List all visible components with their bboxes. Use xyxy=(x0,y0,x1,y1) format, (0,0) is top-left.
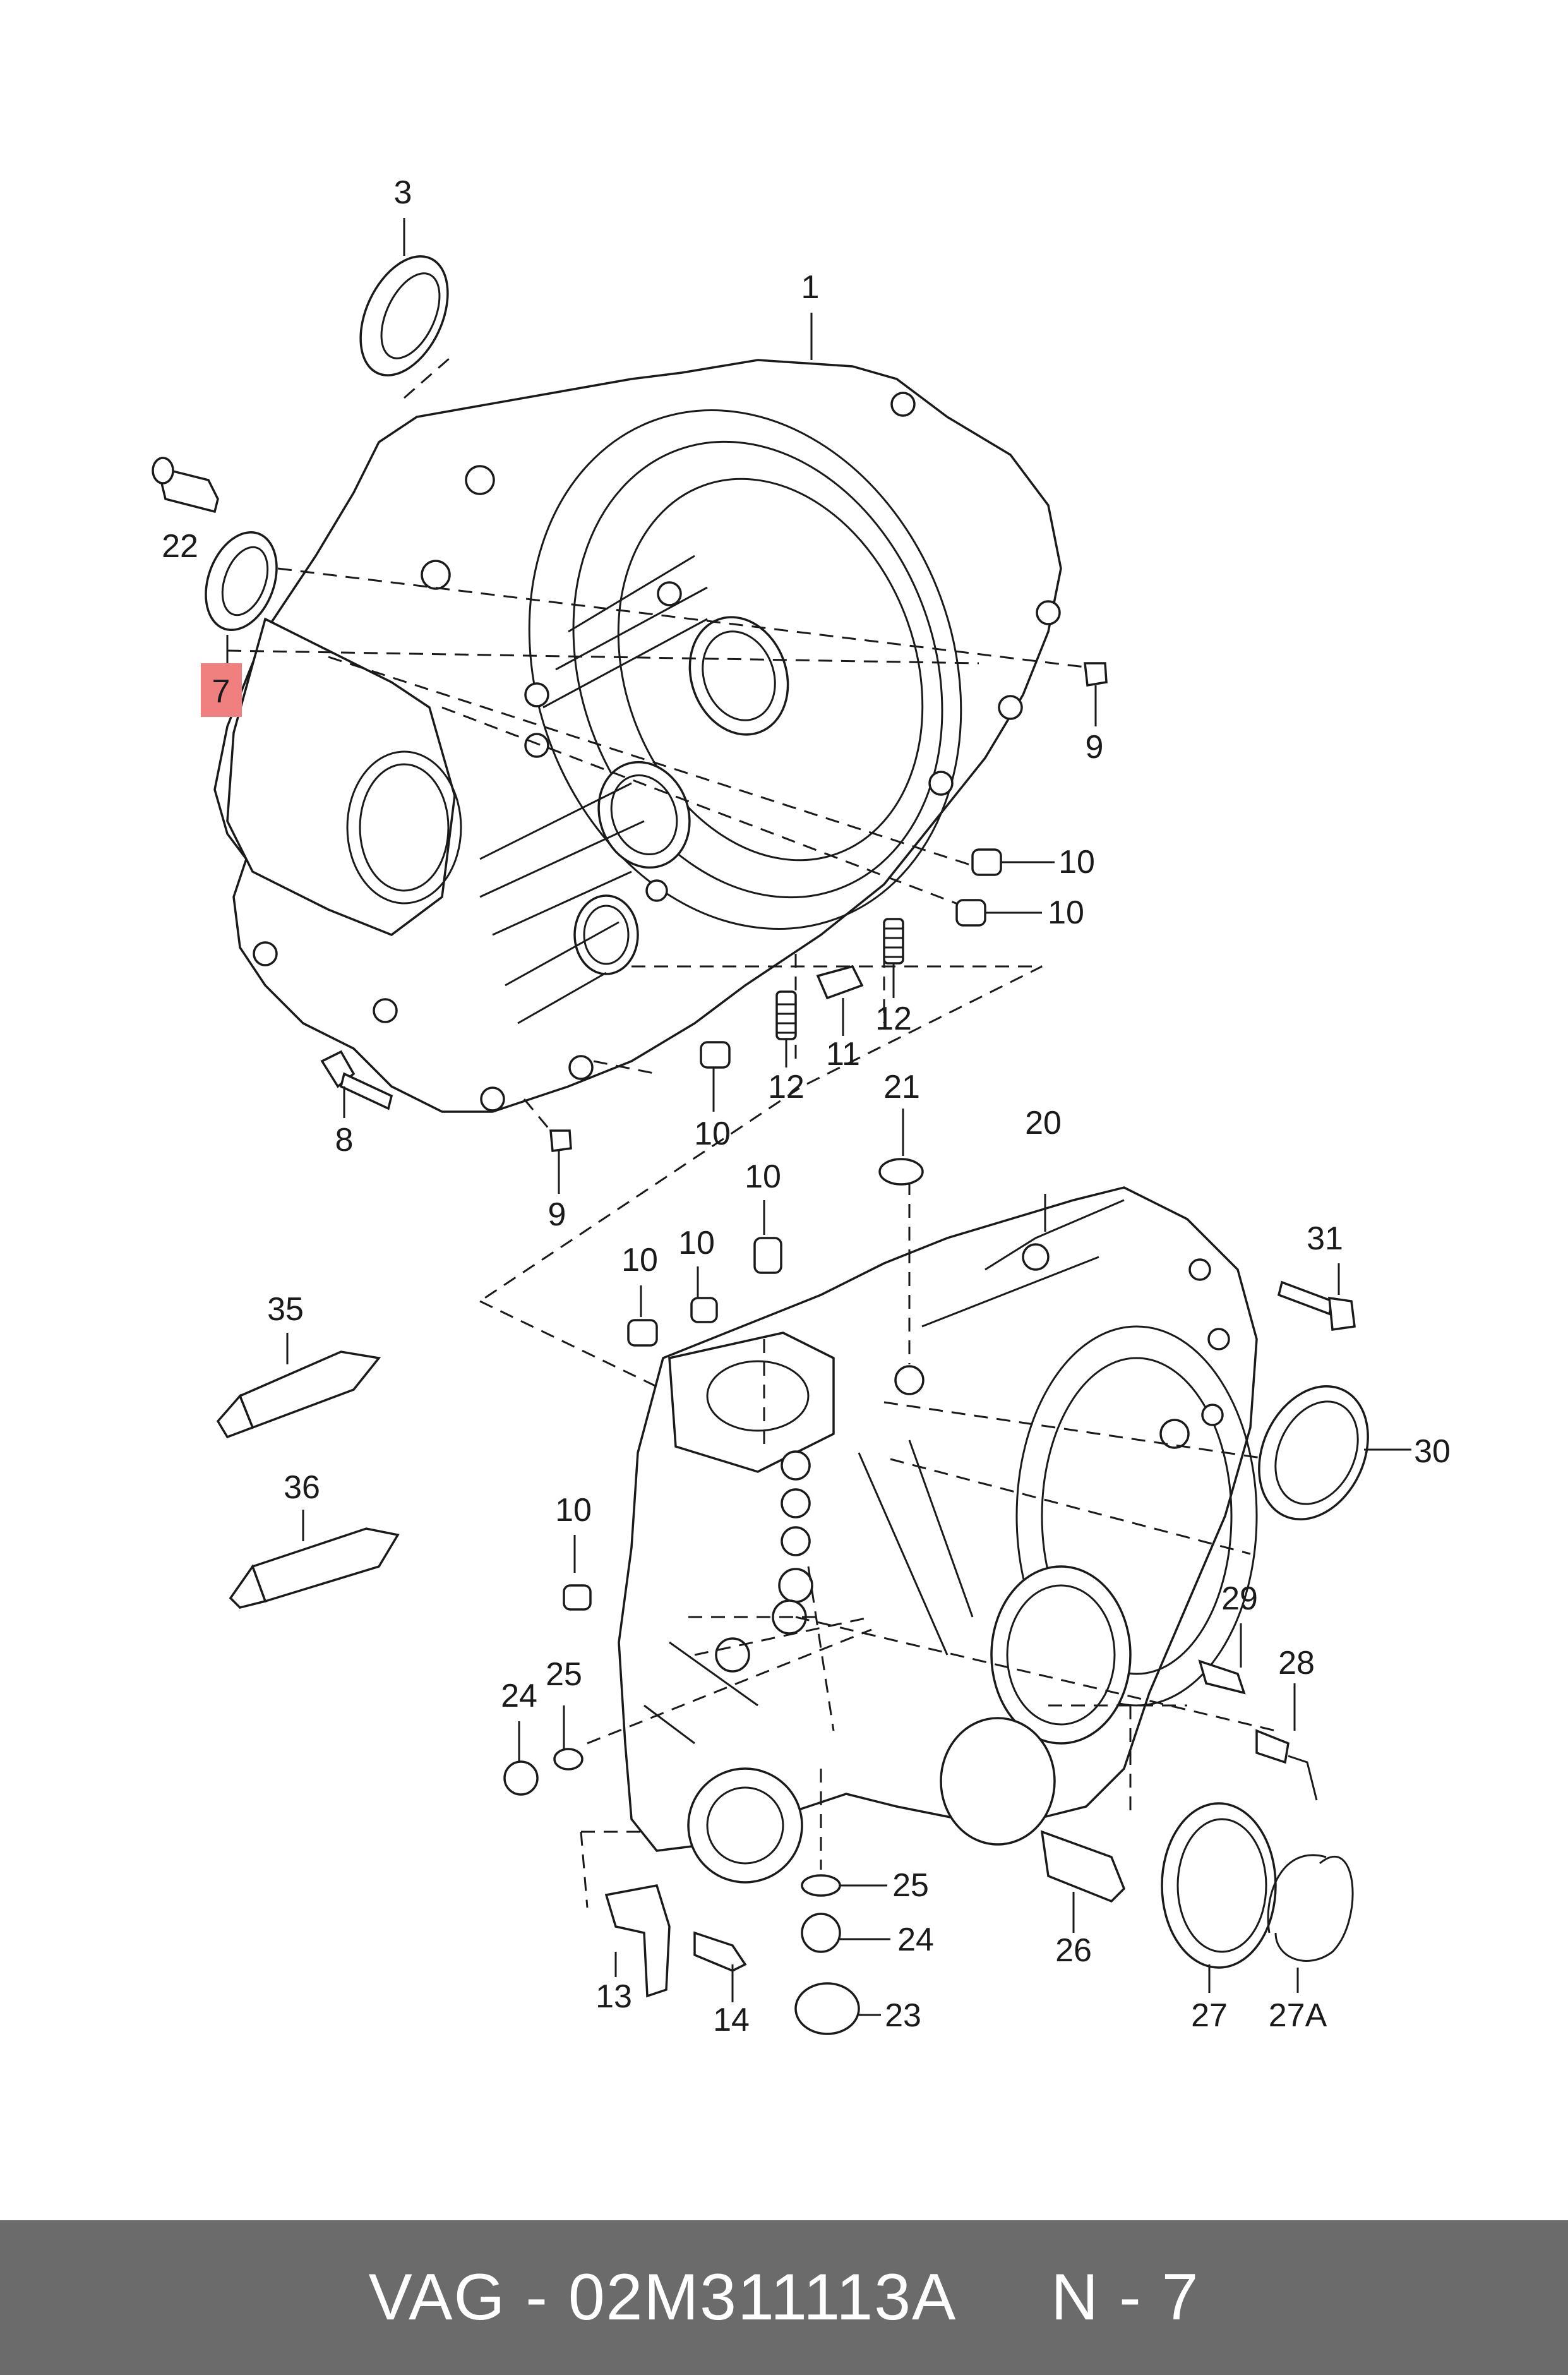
callout-36: 36 xyxy=(284,1469,320,1506)
callout-9: 9 xyxy=(548,1196,566,1233)
callout-21: 21 xyxy=(883,1069,920,1105)
callout-24: 24 xyxy=(897,1921,934,1958)
leader-lines xyxy=(226,218,1411,2016)
callout-30: 30 xyxy=(1414,1433,1451,1470)
callout-14: 14 xyxy=(713,2002,750,2038)
callout-25: 25 xyxy=(546,1656,582,1693)
callout-10: 10 xyxy=(694,1115,731,1152)
sleeve-22 xyxy=(152,457,219,514)
callout-27A: 27A xyxy=(1269,1997,1327,2034)
seal-ring-30 xyxy=(1258,1385,1369,1521)
bolt-14 xyxy=(693,1931,747,1972)
bushings-10 xyxy=(563,848,1002,1611)
callout-35: 35 xyxy=(267,1291,304,1328)
oil-seal-7 xyxy=(205,531,278,632)
lower-gearbox-housing xyxy=(618,1186,1258,1884)
block-11 xyxy=(816,965,864,1000)
switch-28 xyxy=(1255,1729,1318,1801)
bolt-31 xyxy=(1277,1280,1356,1331)
exploded-parts-diagram: 3 1 22 7 9 10 10 12 11 12 8 10 9 21 20 1… xyxy=(152,174,1451,2038)
callout-10: 10 xyxy=(745,1158,781,1195)
callout-27: 27 xyxy=(1191,1997,1228,2034)
sealant-tube-36 xyxy=(229,1527,400,1609)
upper-gearbox-housing xyxy=(213,359,1062,1113)
callout-28: 28 xyxy=(1278,1645,1315,1681)
sender-29 xyxy=(1198,1659,1246,1695)
cap-23 xyxy=(794,1982,860,2035)
callout-22: 22 xyxy=(162,528,198,565)
bracket-13 xyxy=(604,1884,671,1998)
callout-29: 29 xyxy=(1221,1580,1258,1617)
dowel-pins-9 xyxy=(549,662,1108,1152)
callout-12: 12 xyxy=(875,1001,912,1037)
circlip-27A xyxy=(1267,1854,1354,1962)
part-number-text: VAG - 02M311113A N - 7 xyxy=(368,2261,1200,2334)
callout-7: 7 xyxy=(212,673,230,710)
callout-24: 24 xyxy=(501,1678,537,1714)
callout-8: 8 xyxy=(335,1122,354,1158)
seal-ring-3 xyxy=(359,255,449,376)
callout-3: 3 xyxy=(394,174,412,211)
callout-10: 10 xyxy=(678,1225,715,1261)
callout-13: 13 xyxy=(595,1978,632,2015)
sealant-tube-35 xyxy=(216,1350,381,1439)
cover-27 xyxy=(1161,1802,1277,1969)
washers-25 xyxy=(553,1748,841,1897)
callout-12: 12 xyxy=(768,1069,805,1105)
assembly-lines xyxy=(227,352,1276,1908)
drain-plugs-24 xyxy=(503,1760,841,1953)
callout-25: 25 xyxy=(892,1867,929,1904)
callout-26: 26 xyxy=(1055,1932,1092,1969)
callout-20: 20 xyxy=(1025,1105,1062,1141)
callout-10: 10 xyxy=(555,1492,592,1529)
plug-21 xyxy=(878,1158,924,1186)
callout-10: 10 xyxy=(1048,894,1084,931)
callout-labels: 3 1 22 7 9 10 10 12 11 12 8 10 9 21 20 1… xyxy=(162,174,1451,2038)
highlight-marker xyxy=(201,663,242,717)
callout-31: 31 xyxy=(1307,1220,1343,1257)
callout-23: 23 xyxy=(885,1997,921,2034)
callout-10: 10 xyxy=(621,1242,658,1278)
callout-10: 10 xyxy=(1058,844,1095,881)
part-number-footer: VAG - 02M311113A N - 7 xyxy=(0,2220,1568,2375)
switch-26 xyxy=(1040,1830,1126,1903)
callout-1: 1 xyxy=(801,269,820,306)
callout-11: 11 xyxy=(826,1036,860,1073)
bolt-8 xyxy=(320,1050,393,1110)
callout-9: 9 xyxy=(1086,729,1104,766)
